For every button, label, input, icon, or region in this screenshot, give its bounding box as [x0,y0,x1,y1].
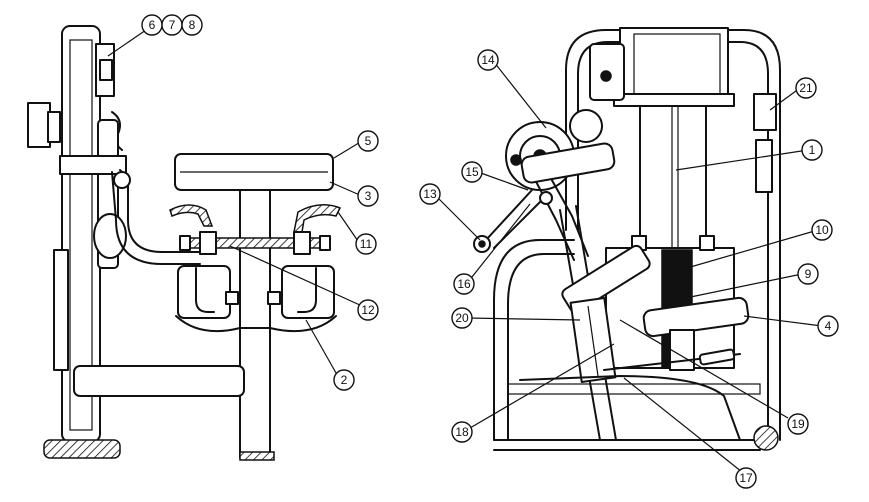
side-bar-end-right [319,235,331,251]
front-view [473,27,781,451]
callout-10: 10 [811,219,833,241]
svg-text:7: 7 [169,18,176,32]
front-link-pivot [539,191,553,205]
front-right-post-slot [755,139,773,193]
callout-9: 9 [797,263,819,285]
svg-text:2: 2 [341,373,348,387]
callout-7: 7 [161,14,183,36]
callout-4: 4 [817,315,839,337]
svg-text:21: 21 [799,81,813,95]
svg-text:5: 5 [365,134,372,148]
front-rotating-arm [529,169,575,261]
side-bar-end-left [179,235,191,251]
svg-text:18: 18 [455,425,469,439]
svg-text:15: 15 [465,165,479,179]
front-foot-peg [698,348,736,366]
front-back-frame-line [587,305,599,377]
front-back-pad [561,244,651,314]
side-leg-pad-right [281,265,335,319]
svg-text:6: 6 [149,18,156,32]
side-foot-right [239,451,275,461]
front-stack-bushing-right [699,235,715,251]
side-left-grip [169,204,214,227]
side-arm-pivot [113,171,131,189]
svg-text:17: 17 [739,471,753,485]
callout-11: 11 [355,233,377,255]
side-leg-tube-left [195,267,215,313]
svg-text:10: 10 [815,223,829,237]
svg-text:9: 9 [805,267,812,281]
side-upright-inner [69,39,93,431]
front-idler-pulley [569,109,603,143]
callout-19: 19 [787,413,809,435]
front-top-bar [613,93,735,107]
side-seat-column [239,189,271,459]
svg-text:16: 16 [457,277,471,291]
side-view [27,25,342,461]
side-leg-pad-left [177,265,231,319]
callout-13: 13 [419,183,441,205]
svg-text:3: 3 [365,189,372,203]
leader-lines [107,29,823,473]
svg-text:14: 14 [481,53,495,67]
side-cam-disc [93,213,127,259]
svg-text:8: 8 [189,18,196,32]
svg-text:13: 13 [423,187,437,201]
side-collar [59,155,127,175]
side-leg-bolt-left [225,291,239,305]
front-floor-foot [753,425,779,451]
callout-12: 12 [357,299,379,321]
callout-16: 16 [453,273,475,295]
svg-text:11: 11 [360,237,373,251]
svg-text:4: 4 [825,319,832,333]
front-pulley-bolt [600,70,612,82]
front-handle-knob-center [478,240,486,248]
svg-text:12: 12 [361,303,375,317]
side-top-pin [99,59,113,81]
callout-15: 15 [461,161,483,183]
callout-5: 5 [357,130,379,152]
side-curved-arm-inner [111,171,201,265]
callout-18: 18 [451,421,473,443]
callout-21: 21 [795,77,817,99]
front-cam-bolt [510,154,522,166]
side-right-grip [293,204,342,233]
front-seat-pad [642,296,750,338]
callout-1: 1 [801,139,823,161]
front-base-arch-inner [507,253,575,441]
callout-17: 17 [735,467,757,489]
svg-text:20: 20 [455,311,469,325]
side-lower-plate [53,249,69,371]
callout-3: 3 [357,185,379,207]
front-arm-pad [520,142,616,184]
side-foot-bar [73,365,245,397]
callout-8: 8 [181,14,203,36]
side-pad-bracket [47,111,61,143]
front-link-upper [485,189,533,241]
side-foot-left [43,439,121,459]
side-leg-bolt-right [267,291,281,305]
front-base-curve [519,375,741,441]
front-base-cross [507,383,761,395]
side-bar-clamp-right [293,231,311,255]
side-bar-clamp-left [199,231,217,255]
side-leg-tube-right [297,267,317,313]
callout-6: 6 [141,14,163,36]
front-top-cover [619,27,729,101]
side-leg-base [175,315,337,333]
svg-text:1: 1 [809,143,816,157]
front-adjuster-block [753,93,777,131]
callout-2: 2 [333,369,355,391]
svg-text:19: 19 [791,417,805,431]
side-back-pad [27,102,51,148]
front-base-arch-outer [493,239,575,441]
side-curved-arm [119,169,201,253]
callout-20: 20 [451,307,473,329]
callout-14: 14 [477,49,499,71]
front-seat-post [669,329,695,371]
